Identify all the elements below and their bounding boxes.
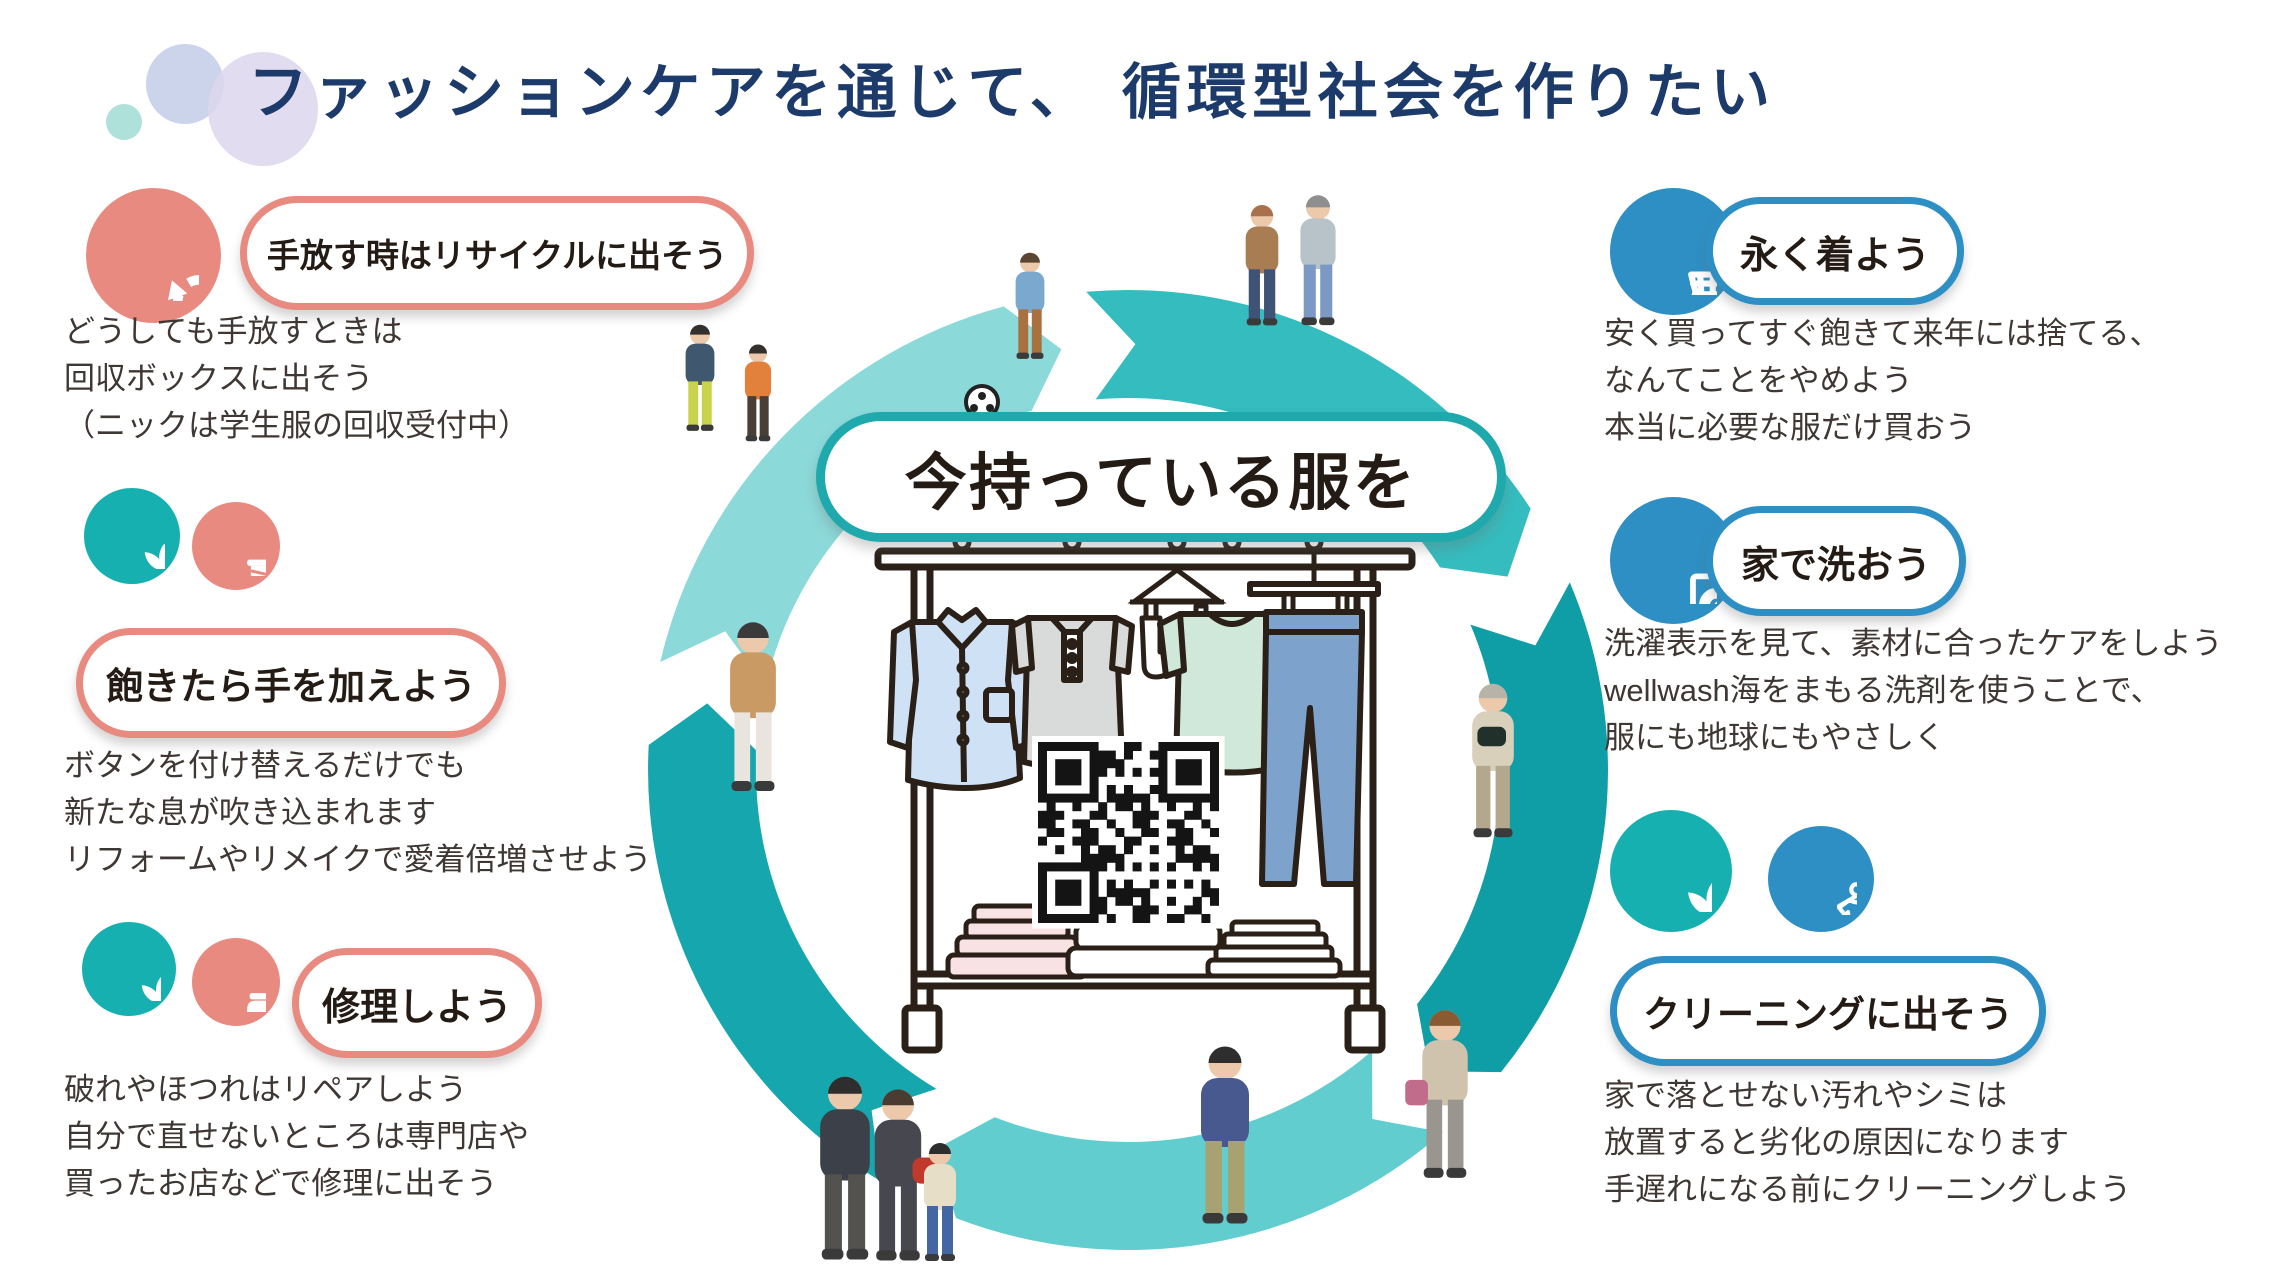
text-line: 洗濯表示を見て、素材に合ったケアをしよう <box>1604 626 2223 661</box>
text-line: 放置すると劣化の原因になります <box>1604 1125 2069 1160</box>
person-illustration <box>1405 1010 1468 1178</box>
badge-wear-long: 永く着よう <box>1706 197 1964 305</box>
folded-clothes-pink <box>945 903 1089 980</box>
badge-recycle-label: 手放す時はリサイクルに出そう <box>266 236 728 275</box>
badge-wear-long-label: 永く着よう <box>1739 231 1930 277</box>
text-line: ボタンを付け替えるだけでも <box>64 748 467 783</box>
text-line: （ニックは学生服の回収受付中） <box>64 408 529 443</box>
person-illustration <box>820 1076 870 1260</box>
text-line: 安く買ってすぐ飽きて来年には捨てる、 <box>1604 316 2161 351</box>
badge-cleaning: クリーニングに出そう <box>1610 956 2046 1066</box>
text-line: wellwash海をまもる洗剤を使うことで、 <box>1604 673 2162 708</box>
hanging-jeans <box>1247 532 1381 887</box>
page-title: ファッションケアを通じて、 循環型社会を作りたい <box>248 58 1776 128</box>
text-wash-home: 洗濯表示を見て、素材に合ったケアをしよう wellwash海をまもる洗剤を使うこ… <box>1604 620 2222 761</box>
badge-recycle: 手放す時はリサイクルに出そう <box>240 196 754 310</box>
text-wear-long: 安く買ってすぐ飽きて来年には捨てる、 なんてことをやめよう 本当に必要な服だけ買… <box>1604 310 2160 451</box>
person-illustration <box>1201 1046 1249 1224</box>
person-illustration <box>1245 205 1279 326</box>
text-line: 破れやほつれはリペアしよう <box>64 1072 467 1107</box>
text-line: 買ったお店などで修理に出そう <box>64 1166 498 1201</box>
person-illustration <box>685 324 715 431</box>
person-illustration <box>1015 252 1045 359</box>
person-illustration <box>1300 195 1336 326</box>
nick-crown-leaf-icon <box>1610 810 1732 932</box>
person-illustration <box>1472 683 1514 838</box>
badge-remake: 飽きたら手を加えよう <box>76 628 506 738</box>
tshirt-hanger-icon <box>1768 826 1874 932</box>
text-line: 手遅れになる前にクリーニングしよう <box>1604 1172 2131 1207</box>
hanging-shirt <box>887 607 1037 791</box>
text-line: 自分で直せないところは専門店や <box>64 1119 529 1154</box>
people-illustrations <box>685 195 1514 1261</box>
nick-crown-leaf-icon <box>84 488 180 584</box>
text-line: 新たな息が吹き込まれます <box>64 795 436 830</box>
text-line: リフォームやリメイクで愛着倍増させよう <box>64 842 652 877</box>
text-recycle: どうしても手放すときは 回収ボックスに出そう （ニックは学生服の回収受付中） <box>64 308 529 449</box>
text-line: 回収ボックスに出そう <box>64 361 374 396</box>
nick-crown-leaf-icon <box>82 922 176 1016</box>
person-illustration <box>730 622 776 792</box>
text-repair: 破れやほつれはリペアしよう 自分で直せないところは専門店や 買ったお店などで修理… <box>64 1066 529 1207</box>
decor-circle-lavender <box>208 52 318 166</box>
badge-wash-home-label: 家で洗おう <box>1740 541 1931 587</box>
soccer-ball <box>964 384 1000 420</box>
text-line: 本当に必要な服だけ買おう <box>1604 410 1976 445</box>
person-illustration <box>744 344 772 442</box>
badge-repair-label: 修理しよう <box>321 983 512 1029</box>
decor-circle-mint <box>106 104 142 140</box>
badge-cleaning-label: クリーニングに出そう <box>1643 992 2013 1036</box>
text-line: どうしても手放すときは <box>64 314 403 349</box>
text-remake: ボタンを付け替えるだけでも 新たな息が吹き込まれます リフォームやリメイクで愛着… <box>64 742 651 883</box>
text-line: なんてことをやめよう <box>1604 363 1913 398</box>
thread-spool-needle-icon <box>192 502 280 590</box>
folded-clothes-white-right <box>1205 919 1343 979</box>
center-badge: 今持っている服を <box>816 412 1506 542</box>
text-cleaning: 家で落とせない汚れやシミは 放置すると劣化の原因になります 手遅れになる前にクリ… <box>1604 1072 2131 1213</box>
recycle-icon <box>86 188 221 323</box>
person-illustration <box>924 1143 956 1261</box>
sewing-machine-icon <box>192 938 280 1026</box>
badge-wash-home: 家で洗おう <box>1706 506 1966 616</box>
hanging-polo <box>1009 615 1135 772</box>
center-badge-label: 今持っている服を <box>904 446 1418 519</box>
badge-repair: 修理しよう <box>292 948 542 1058</box>
text-line: 家で落とせない汚れやシミは <box>1604 1078 2007 1113</box>
person-illustration <box>874 1089 938 1261</box>
text-line: 服にも地球にもやさしく <box>1604 720 1945 755</box>
qr-code <box>1032 736 1225 929</box>
badge-remake-label: 飽きたら手を加えよう <box>106 664 476 708</box>
